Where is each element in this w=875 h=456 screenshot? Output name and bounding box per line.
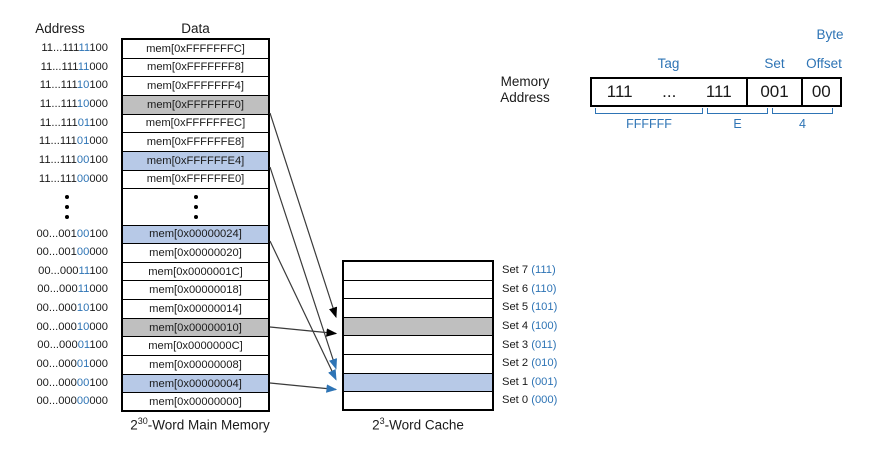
cache-set-label: Set 2 (010)	[502, 357, 558, 370]
memory-address-mem[0xFFFFFFFC]: 11...11111100	[41, 42, 108, 54]
memory-address-mem[0x00000000]: 00...00000000	[36, 395, 108, 408]
memory-data-column-header: Data	[181, 21, 210, 36]
caption-base: 2	[372, 417, 380, 433]
set-field-label: Set	[764, 56, 785, 71]
memory-data-cell: mem[0x00000014]	[122, 299, 269, 319]
memory-data-cell: mem[0xFFFFFFF8]	[122, 57, 269, 78]
cache-set-label: Set 5 (101)	[502, 301, 558, 314]
memory-data-cell: mem[0x00000020]	[122, 243, 269, 263]
cache-set-label: Set 3 (011)	[502, 338, 557, 351]
memory-address-mem[0x00000020]: 00...00100000	[36, 246, 108, 259]
cache-row-set-6	[343, 279, 493, 300]
low-hex-value: 4	[799, 117, 806, 131]
mid-hex-brace	[707, 108, 768, 114]
memory-data-cell: mem[0xFFFFFFFC]	[122, 39, 269, 59]
cache-row-set-2	[343, 354, 493, 374]
memory-data-cell: mem[0x00000004]	[122, 373, 269, 394]
cache-set-label: Set 4 (100)	[502, 320, 558, 333]
memory-data-cell: mem[0x00000000]	[122, 392, 269, 412]
tag-field-label: Tag	[657, 56, 680, 71]
cache-row-set-5	[343, 298, 493, 318]
memory-address-mem[0xFFFFFFE0]: 11...11100000	[38, 172, 108, 185]
memory-data-cell: mem[0x00000024]	[122, 224, 269, 245]
caption-exponent: 3	[379, 416, 385, 426]
memory-data-cell: mem[0xFFFFFFE8]	[122, 132, 269, 152]
memory-address-mem[0x0000000C]: 00...00001100	[37, 339, 108, 352]
arrow-mem[0xFFFFFFF0]-to-Set 4 (100)	[269, 112, 338, 319]
cache-set-label: Set 6 (110)	[502, 282, 557, 295]
tag-hex-value: FFFFFF	[626, 117, 672, 131]
cache-row-set-1	[343, 372, 493, 393]
set-field-value: 001	[746, 79, 800, 105]
tag-bits-ellipsis: ...	[662, 82, 677, 101]
memory-address-mem[0xFFFFFFF8]: 11...11111000	[40, 60, 108, 73]
caption-base: 2	[130, 417, 138, 433]
caption-rest: -Word Cache	[384, 417, 464, 433]
cache-row-set-3	[343, 335, 493, 355]
mid-hex-value: E	[733, 117, 742, 131]
cache-set-label: Set 7 (111)	[502, 264, 556, 277]
cache-row-set-0	[343, 391, 493, 411]
arrow-mem[0x00000004]-to-Set 1 (001)	[269, 382, 338, 393]
arrow-mem[0xFFFFFFE4]-to-Set 1 (001)	[269, 166, 338, 370]
offset-field-label: Offset	[806, 56, 842, 71]
memory-data-cell: mem[0xFFFFFFE4]	[122, 150, 269, 171]
data-column-ellipsis	[122, 190, 269, 224]
tag-bits-right: 111	[705, 82, 732, 101]
memory-address-mem[0xFFFFFFF0]: 11...11110000	[39, 97, 108, 110]
memory-address-field-box: 111 ... 111 001 00	[590, 77, 842, 107]
byte-field-label: Byte	[816, 27, 844, 42]
arrow-mem[0x00000024]-to-Set 1 (001)	[269, 240, 337, 381]
tag-bits-left: 111	[606, 82, 633, 101]
memory-address-mem[0x00000014]: 00...00010100	[36, 302, 108, 315]
tag-field-value: 111 ... 111	[592, 79, 746, 105]
cache-row-set-4	[343, 316, 493, 337]
memory-address-mem[0xFFFFFFEC]: 11...11101100	[39, 116, 108, 129]
memory-address-mem[0x00000018]: 00...00011000	[37, 283, 108, 296]
memory-address-mem[0x00000004]: 00...00000100	[36, 376, 108, 389]
caption-rest: -Word Main Memory	[147, 417, 270, 433]
cache-row-set-7	[343, 261, 493, 281]
low-hex-brace	[772, 108, 833, 114]
memory-data-cell: mem[0xFFFFFFF4]	[122, 76, 269, 96]
memory-address-mem[0x00000024]: 00...00100100	[36, 227, 108, 240]
arrow-mem[0x00000010]-to-Set 4 (100)	[269, 326, 338, 337]
memory-data-cell: mem[0x00000018]	[122, 280, 269, 301]
memory-address-label-line1: Memory	[500, 74, 550, 89]
memory-data-cell: mem[0x0000000C]	[122, 336, 269, 357]
memory-data-cell: mem[0x0000001C]	[122, 261, 269, 282]
address-column-ellipsis	[52, 190, 82, 224]
memory-address-mem[0xFFFFFFF4]: 11...11110100	[39, 79, 108, 92]
memory-address-mem[0x00000010]: 00...00010000	[36, 320, 108, 333]
offset-field-value: 00	[800, 79, 840, 105]
memory-data-cell: mem[0xFFFFFFE0]	[122, 169, 269, 190]
cache-caption: 23-Word Cache	[343, 416, 493, 433]
memory-data-cell: mem[0x00000010]	[122, 317, 269, 338]
main-memory-caption: 230-Word Main Memory	[105, 416, 295, 433]
memory-address-mem[0x0000001C]: 00...00011100	[38, 264, 108, 277]
memory-address-mem[0x00000008]: 00...00001000	[36, 358, 108, 371]
memory-address-label: Memory Address	[483, 74, 567, 106]
memory-data-cell: mem[0xFFFFFFF0]	[122, 94, 269, 115]
memory-address-mem[0xFFFFFFE4]: 11...11100100	[38, 153, 108, 166]
cache-set-label: Set 1 (001)	[502, 375, 558, 388]
memory-address-column-header: Address	[35, 21, 85, 36]
tag-hex-brace	[595, 108, 703, 114]
memory-address-mem[0xFFFFFFE8]: 11...11101000	[38, 135, 108, 148]
memory-data-cell: mem[0xFFFFFFEC]	[122, 113, 269, 134]
cache-set-label: Set 0 (000)	[502, 394, 558, 407]
memory-data-cell: mem[0x00000008]	[122, 355, 269, 375]
caption-exponent: 30	[137, 416, 148, 426]
memory-address-label-line2: Address	[500, 90, 550, 105]
